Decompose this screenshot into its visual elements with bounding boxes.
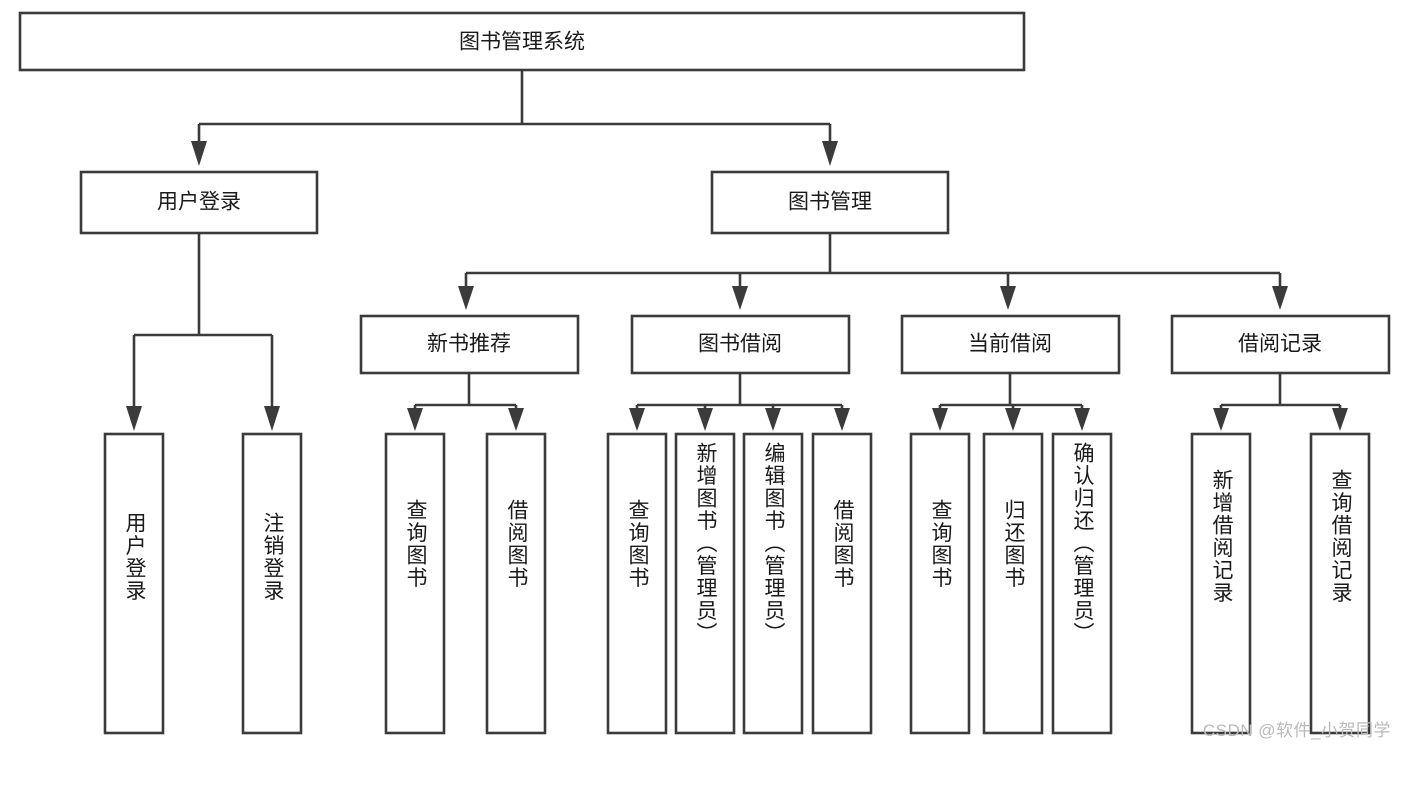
arrow-head-leaf-edit-book-admin	[765, 408, 781, 431]
leaf-box-user-login[interactable]	[103, 432, 165, 735]
csdn-watermark: CSDN @软件_小贺同学	[1202, 721, 1391, 740]
node-borrow-record[interactable]: 借阅记录	[1170, 314, 1391, 375]
arrow-head-leaf-borrow-book	[834, 408, 850, 431]
node-book-borrow-label: 图书借阅	[698, 333, 782, 356]
arrow-head-leaf-logout-login	[264, 406, 280, 431]
node-current-borrow[interactable]: 当前借阅	[900, 314, 1121, 375]
connector-group-new-book-recommend	[407, 373, 524, 431]
node-book-manage-box[interactable]	[710, 170, 950, 235]
node-borrow-record-box[interactable]	[1170, 314, 1391, 375]
arrow-head-new-book-recommend	[458, 286, 474, 310]
arrow-head-leaf-add-borrow-record	[1213, 408, 1229, 431]
tree-diagram-canvas: 图书管理系统 用户登录 图书管理 新书推荐 图书借阅 当前借阅 借阅记录	[18, 11, 1391, 735]
leaf-box-query-book-current[interactable]	[909, 432, 971, 735]
arrow-head-leaf-add-book-admin	[697, 408, 713, 431]
connector-group-root	[191, 70, 838, 166]
arrow-head-user-login	[191, 141, 207, 166]
leaf-box-logout-login[interactable]	[241, 432, 303, 735]
connector-group-book-manage	[458, 233, 1288, 310]
arrow-head-book-manage	[822, 141, 838, 166]
node-user-login[interactable]: 用户登录	[79, 170, 319, 235]
node-root[interactable]: 图书管理系统	[18, 11, 1026, 72]
leaf-box-return-book[interactable]	[982, 432, 1044, 735]
leaf-box-query-book-rec[interactable]	[384, 432, 446, 735]
connector-group-borrow-record	[1213, 373, 1348, 431]
connector-group-book-borrow	[629, 373, 850, 431]
leaf-box-query-book-borrow[interactable]	[606, 432, 668, 735]
connector-group-user-login	[126, 233, 280, 431]
leaf-box-add-borrow-record[interactable]	[1190, 432, 1252, 735]
node-book-manage[interactable]: 图书管理	[710, 170, 950, 235]
leaf-box-borrow-book[interactable]	[811, 432, 873, 735]
node-new-book-recommend[interactable]: 新书推荐	[359, 314, 580, 375]
arrow-head-leaf-query-borrow-record	[1332, 408, 1348, 431]
arrow-head-leaf-return-book	[1005, 408, 1021, 431]
arrow-head-leaf-user-login	[126, 406, 142, 431]
arrow-head-current-borrow	[1000, 286, 1016, 310]
node-root-box[interactable]	[18, 11, 1026, 72]
arrow-head-borrow-record	[1272, 286, 1288, 310]
leaf-box-borrow-book-rec[interactable]	[485, 432, 547, 735]
arrow-head-leaf-query-book-current	[932, 408, 948, 431]
node-root-label: 图书管理系统	[459, 31, 585, 54]
leaf-box-query-borrow-record[interactable]	[1309, 432, 1371, 735]
node-current-borrow-label: 当前借阅	[968, 333, 1052, 356]
arrow-head-leaf-query-book-borrow	[629, 408, 645, 431]
node-new-book-recommend-box[interactable]	[359, 314, 580, 375]
arrow-head-book-borrow	[732, 286, 748, 310]
connector-group-current-borrow	[932, 373, 1090, 431]
leaf-box-edit-book-admin[interactable]	[742, 432, 804, 735]
arrow-head-leaf-query-book-rec	[407, 408, 423, 431]
leaf-box-confirm-return-admin[interactable]	[1051, 432, 1113, 735]
node-borrow-record-label: 借阅记录	[1238, 333, 1322, 356]
node-book-borrow-box[interactable]	[630, 314, 851, 375]
node-book-manage-label: 图书管理	[788, 191, 872, 214]
node-new-book-recommend-label: 新书推荐	[427, 333, 511, 356]
flowchart-diagram: 图书管理系统 用户登录 图书管理 新书推荐 图书借阅 当前借阅 借阅记录	[18, 11, 1391, 740]
arrow-head-leaf-confirm-return-admin	[1074, 408, 1090, 431]
node-user-login-label: 用户登录	[157, 191, 241, 214]
node-book-borrow[interactable]: 图书借阅	[630, 314, 851, 375]
leaf-box-add-book-admin[interactable]	[674, 432, 736, 735]
arrow-head-leaf-borrow-book-rec	[508, 408, 524, 431]
node-user-login-box[interactable]	[79, 170, 319, 235]
node-current-borrow-box[interactable]	[900, 314, 1121, 375]
